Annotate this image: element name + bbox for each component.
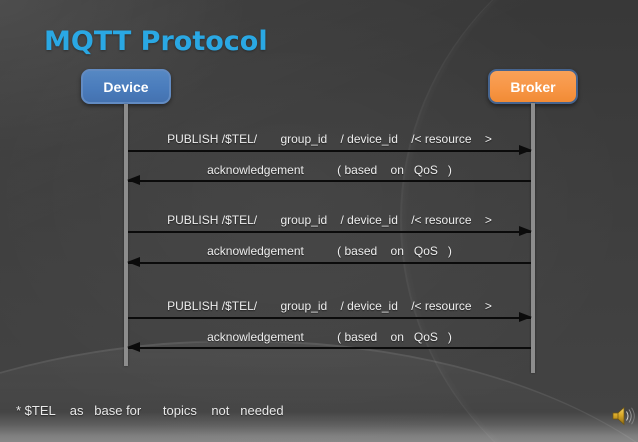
- slide-title: MQTT Protocol: [44, 26, 268, 57]
- arrowhead-left-icon: [127, 342, 140, 352]
- publish-message-label: PUBLISH /$TEL/ group_id / device_id /< r…: [167, 132, 492, 146]
- arrowhead-right-icon: [519, 226, 532, 236]
- broker-actor-label: Broker: [510, 78, 556, 95]
- audio-speaker-icon[interactable]: [608, 402, 636, 430]
- ack-arrow: [127, 342, 531, 352]
- arrowhead-left-icon: [127, 175, 140, 185]
- ack-message-label: acknowledgement ( based on QoS ): [207, 163, 452, 177]
- device-lifeline: [124, 104, 128, 366]
- publish-arrow: [128, 226, 532, 236]
- device-actor-box: Device: [81, 69, 171, 104]
- ack-message-label: acknowledgement ( based on QoS ): [207, 330, 452, 344]
- background-swoosh-bottom: [0, 340, 638, 442]
- broker-actor-box: Broker: [488, 69, 578, 104]
- ack-arrow: [127, 175, 531, 185]
- publish-message-label: PUBLISH /$TEL/ group_id / device_id /< r…: [167, 213, 492, 227]
- publish-message-label: PUBLISH /$TEL/ group_id / device_id /< r…: [167, 299, 492, 313]
- ack-arrow: [127, 257, 531, 267]
- device-actor-label: Device: [103, 78, 149, 95]
- arrowhead-right-icon: [519, 312, 532, 322]
- broker-lifeline: [531, 103, 535, 373]
- arrowhead-right-icon: [519, 145, 532, 155]
- footnote: * $TEL as base for topics not needed: [16, 403, 284, 418]
- ack-message-label: acknowledgement ( based on QoS ): [207, 244, 452, 258]
- arrowhead-left-icon: [127, 257, 140, 267]
- publish-arrow: [128, 312, 532, 322]
- publish-arrow: [128, 145, 532, 155]
